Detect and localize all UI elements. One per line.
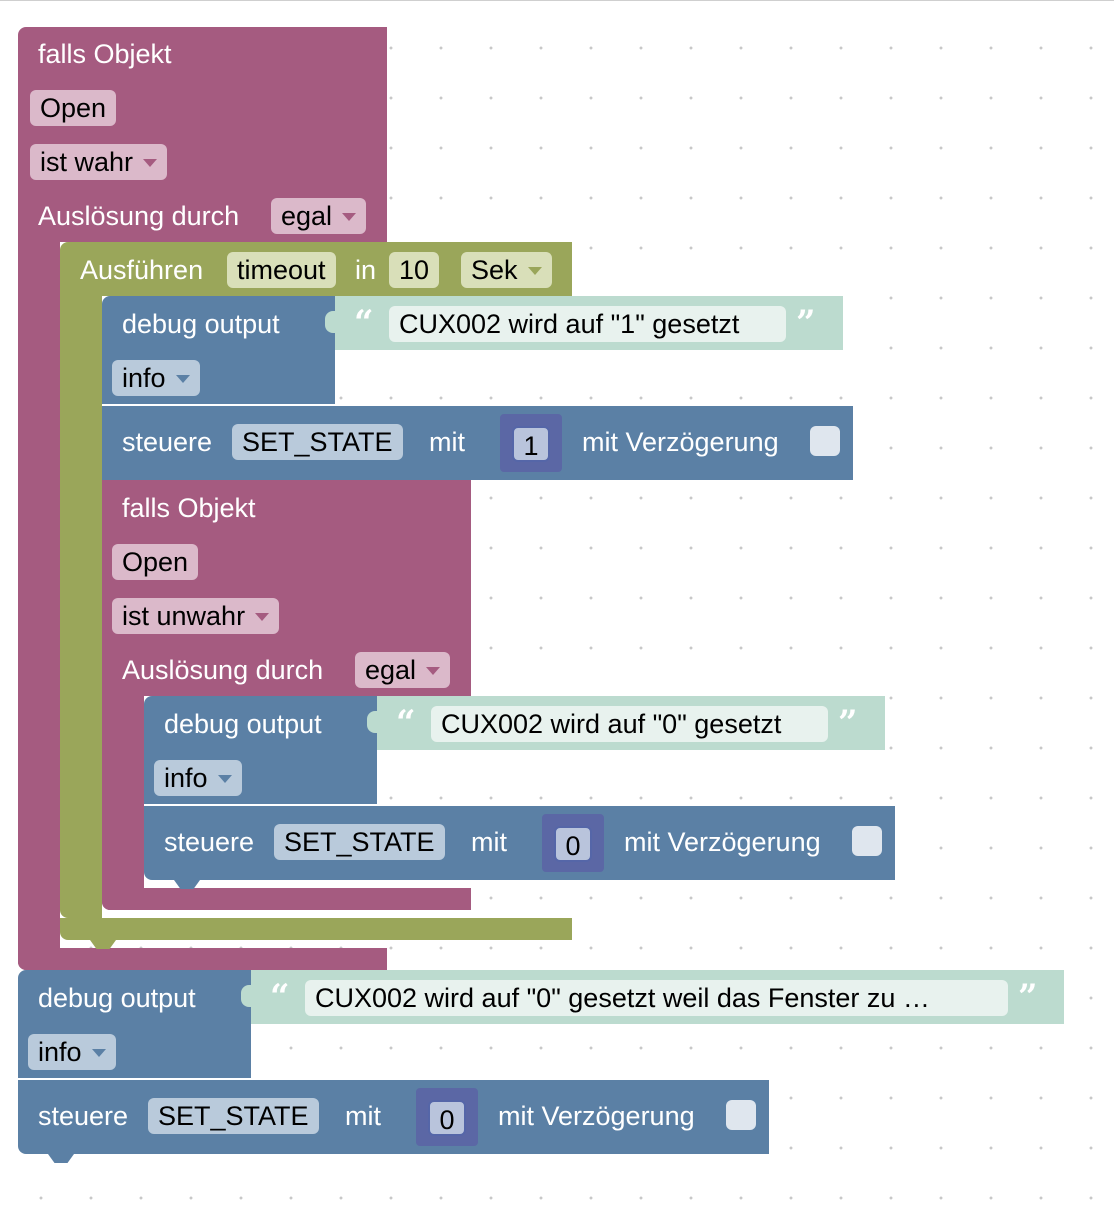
inner-if-condition-dropdown[interactable]: ist unwahr	[112, 598, 280, 634]
set-state-delay-label: mit Verzögerung	[624, 827, 821, 857]
outer-if-object-field[interactable]: Open	[30, 90, 117, 126]
set-state-value-field-1[interactable]: 1	[512, 426, 550, 462]
set-state-next-connector	[174, 880, 200, 889]
outer-if-condition-dropdown[interactable]: ist wahr	[30, 144, 168, 180]
timeout-in-label: in	[355, 255, 377, 285]
text-input-connector	[241, 985, 251, 1007]
set-state-label: steuere	[38, 1101, 129, 1131]
outer-if-footer	[18, 948, 387, 970]
inner-if-trigger-dropdown[interactable]: egal	[355, 652, 451, 688]
debug-output-label: debug output	[164, 709, 322, 739]
text-input-connector	[325, 311, 335, 333]
timeout-spine	[60, 294, 102, 918]
set-state-state-field-3[interactable]: SET_STATE	[148, 1098, 319, 1134]
set-state-delay-label: mit Verzögerung	[582, 427, 779, 457]
close-quote-icon: ”	[838, 703, 858, 743]
inner-if-object-field[interactable]: Open	[112, 544, 199, 580]
close-quote-icon: ”	[796, 303, 816, 343]
set-state-block-3[interactable]	[18, 1080, 769, 1154]
set-state-value-field-3[interactable]: 0	[428, 1100, 466, 1136]
open-quote-icon: “	[270, 977, 290, 1017]
debug-text-input-2[interactable]: CUX002 wird auf "0" gesetzt	[431, 706, 828, 742]
chevron-down-icon	[217, 775, 232, 783]
outer-if-trigger-label: Auslösung durch	[38, 201, 240, 231]
debug-level-dropdown-1[interactable]: info	[112, 360, 200, 396]
set-state-label: steuere	[164, 827, 255, 857]
chevron-down-icon	[426, 667, 441, 675]
open-quote-icon: “	[396, 703, 416, 743]
set-state-state-field-1[interactable]: SET_STATE	[232, 424, 403, 460]
set-state-value-field-2[interactable]: 0	[554, 826, 592, 862]
outer-if-trigger-dropdown[interactable]: egal	[271, 198, 367, 234]
set-state-label: steuere	[122, 427, 213, 457]
debug-level-dropdown-2[interactable]: info	[154, 760, 242, 796]
chevron-down-icon	[143, 159, 158, 167]
chevron-down-icon	[527, 267, 542, 275]
set-state-block-1[interactable]	[102, 406, 853, 480]
close-quote-icon: ”	[1018, 977, 1038, 1017]
delay-checkbox-3[interactable]	[726, 1100, 756, 1130]
set-state-block-2[interactable]	[144, 806, 895, 880]
outer-if-label: falls Objekt	[38, 39, 172, 69]
text-input-connector	[367, 711, 377, 733]
timeout-unit-dropdown[interactable]: Sek	[461, 252, 552, 288]
inner-if-trigger-label: Auslösung durch	[122, 655, 324, 685]
timeout-footer	[60, 918, 572, 940]
chevron-down-icon	[342, 213, 357, 221]
delay-checkbox-2[interactable]	[852, 826, 882, 856]
debug-level-dropdown-3[interactable]: info	[28, 1034, 116, 1070]
inner-if-label: falls Objekt	[122, 493, 256, 523]
timeout-mode-field[interactable]: timeout	[227, 252, 336, 288]
chevron-down-icon	[255, 613, 270, 621]
chevron-down-icon	[175, 375, 190, 383]
chevron-down-icon	[91, 1049, 106, 1057]
timeout-value-field[interactable]: 10	[389, 252, 440, 288]
outer-if-spine	[18, 240, 60, 970]
open-quote-icon: “	[354, 303, 374, 343]
set-state-next-connector	[48, 1154, 74, 1163]
inner-if-footer	[102, 888, 471, 910]
set-state-with-label: mit	[345, 1101, 381, 1131]
timeout-label: Ausführen	[80, 255, 204, 285]
set-state-with-label: mit	[471, 827, 507, 857]
debug-text-input-1[interactable]: CUX002 wird auf "1" gesetzt	[389, 306, 786, 342]
set-state-delay-label: mit Verzögerung	[498, 1101, 695, 1131]
set-state-state-field-2[interactable]: SET_STATE	[274, 824, 445, 860]
delay-checkbox-1[interactable]	[810, 426, 840, 456]
debug-output-label: debug output	[122, 309, 280, 339]
inner-if-spine	[102, 694, 144, 910]
debug-output-label: debug output	[38, 983, 196, 1013]
timeout-next-connector	[90, 940, 116, 949]
debug-text-input-3[interactable]: CUX002 wird auf "0" gesetzt weil das Fen…	[305, 980, 1008, 1016]
set-state-with-label: mit	[429, 427, 465, 457]
